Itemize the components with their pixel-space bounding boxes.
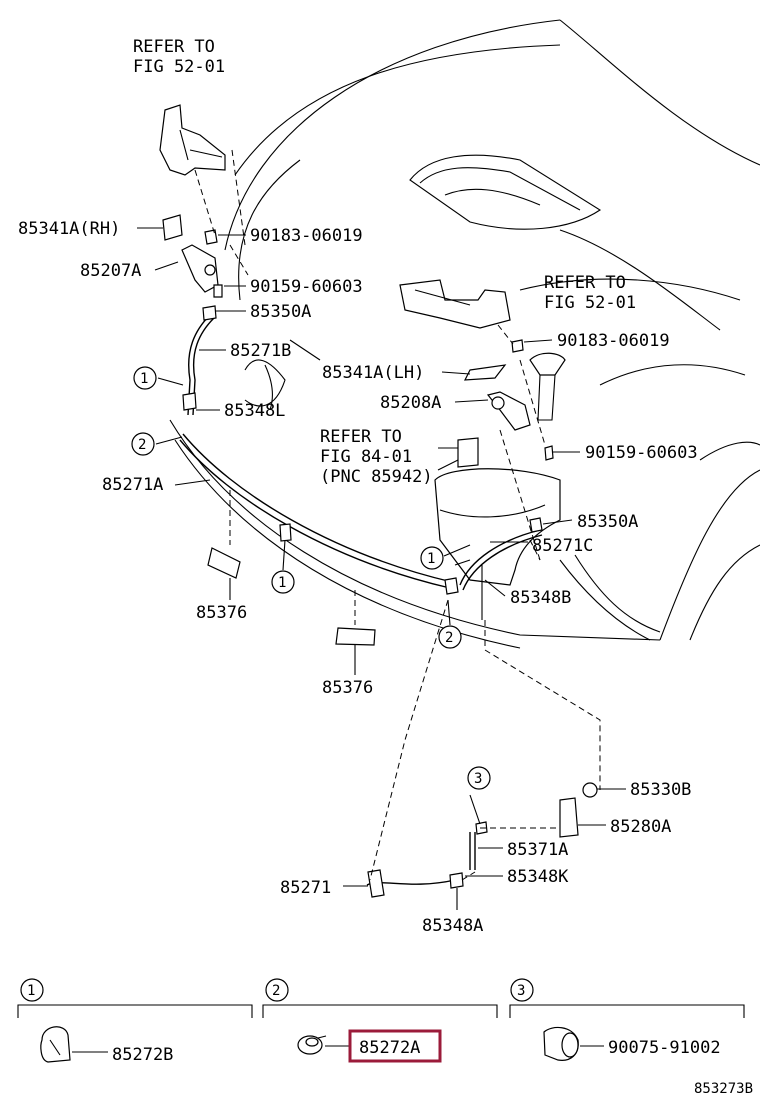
legend-item-2: 2 85272A [262, 978, 498, 1063]
label-85330b[interactable]: 85330B [630, 780, 691, 800]
clip-85272b-icon [40, 1026, 71, 1063]
reference-dashes [194, 149, 601, 881]
figure-id: 853273B [694, 1081, 753, 1097]
label-85350a-a[interactable]: 85350A [250, 302, 311, 322]
label-85348k[interactable]: 85348K [507, 867, 569, 887]
hood-bracket-left [159, 104, 226, 176]
callout-2-a: 2 [131, 432, 155, 456]
legend-item-3: 3 90075-91002 [509, 978, 745, 1061]
highlight-box [348, 1029, 442, 1063]
label-85271c[interactable]: 85271C [532, 536, 593, 556]
svg-text:1: 1 [427, 551, 435, 567]
leader-lines [137, 227, 626, 910]
label-85371a[interactable]: 85371A [507, 840, 568, 860]
svg-text:1: 1 [278, 575, 286, 591]
svg-text:2: 2 [445, 630, 453, 646]
label-85280a[interactable]: 85280A [610, 817, 671, 837]
label-85376-b[interactable]: 85376 [322, 678, 373, 698]
svg-text:3: 3 [474, 771, 482, 787]
label-90159-a[interactable]: 90159-60603 [250, 277, 363, 297]
label-85376-a[interactable]: 85376 [196, 603, 247, 623]
legend-part-85272a[interactable]: 85272A [359, 1038, 420, 1058]
label-85348l[interactable]: 85348L [224, 401, 285, 421]
label-85271[interactable]: 85271 [280, 878, 331, 898]
part-labels: 85341A(RH) 90183-06019 85207A 90159-6060… [18, 219, 698, 936]
label-85271b[interactable]: 85271B [230, 341, 291, 361]
washer-tank [434, 352, 566, 586]
callout-3-a: 3 [467, 766, 491, 790]
svg-text:FIG 52-01: FIG 52-01 [133, 57, 225, 77]
svg-text:FIG 52-01: FIG 52-01 [544, 293, 636, 313]
svg-text:1: 1 [27, 983, 35, 999]
callout-markers: 1 2 1 2 1 3 [131, 366, 491, 790]
svg-text:1: 1 [140, 371, 148, 387]
legend-part-90075-91002[interactable]: 90075-91002 [608, 1038, 721, 1058]
svg-text:REFER TO: REFER TO [133, 37, 215, 57]
label-90183-a[interactable]: 90183-06019 [250, 226, 363, 246]
svg-text:REFER TO: REFER TO [320, 427, 402, 447]
vehicle-body-outline [169, 19, 760, 649]
grommet-90075-icon [543, 1026, 579, 1061]
refer-fig-84: REFER TO FIG 84-01 (PNC 85942) [320, 427, 433, 487]
svg-text:3: 3 [517, 983, 525, 999]
legend-item-1: 1 85272B [17, 978, 253, 1065]
hood-bracket-right [399, 279, 511, 329]
svg-text:2: 2 [138, 437, 146, 453]
label-90183-b[interactable]: 90183-06019 [557, 331, 670, 351]
small-parts [162, 214, 598, 889]
label-85350a-b[interactable]: 85350A [577, 512, 638, 532]
label-90159-b[interactable]: 90159-60603 [585, 443, 698, 463]
callout-2-b: 2 [438, 625, 462, 649]
label-85348a[interactable]: 85348A [422, 916, 483, 936]
legend-part-85272b[interactable]: 85272B [112, 1045, 173, 1065]
svg-text:2: 2 [272, 983, 280, 999]
svg-text:FIG 84-01: FIG 84-01 [320, 447, 412, 467]
callout-1-c: 1 [420, 546, 444, 570]
label-85341a-lh[interactable]: 85341A(LH) [322, 363, 424, 383]
label-85208a[interactable]: 85208A [380, 393, 441, 413]
label-85207a[interactable]: 85207A [80, 261, 141, 281]
legend: 1 85272B 2 85272A 3 [17, 978, 745, 1065]
refer-fig-52-top: REFER TO FIG 52-01 [133, 37, 225, 77]
callout-1-a: 1 [133, 366, 157, 390]
svg-text:(PNC 85942): (PNC 85942) [320, 467, 433, 487]
clamp-85272a-icon [297, 1035, 327, 1055]
svg-text:REFER TO: REFER TO [544, 273, 626, 293]
label-85341a-rh[interactable]: 85341A(RH) [18, 219, 120, 239]
callout-1-b: 1 [271, 570, 295, 594]
label-85348b[interactable]: 85348B [510, 588, 571, 608]
label-85271a[interactable]: 85271A [102, 475, 163, 495]
refer-fig-52-right: REFER TO FIG 52-01 [544, 273, 636, 313]
